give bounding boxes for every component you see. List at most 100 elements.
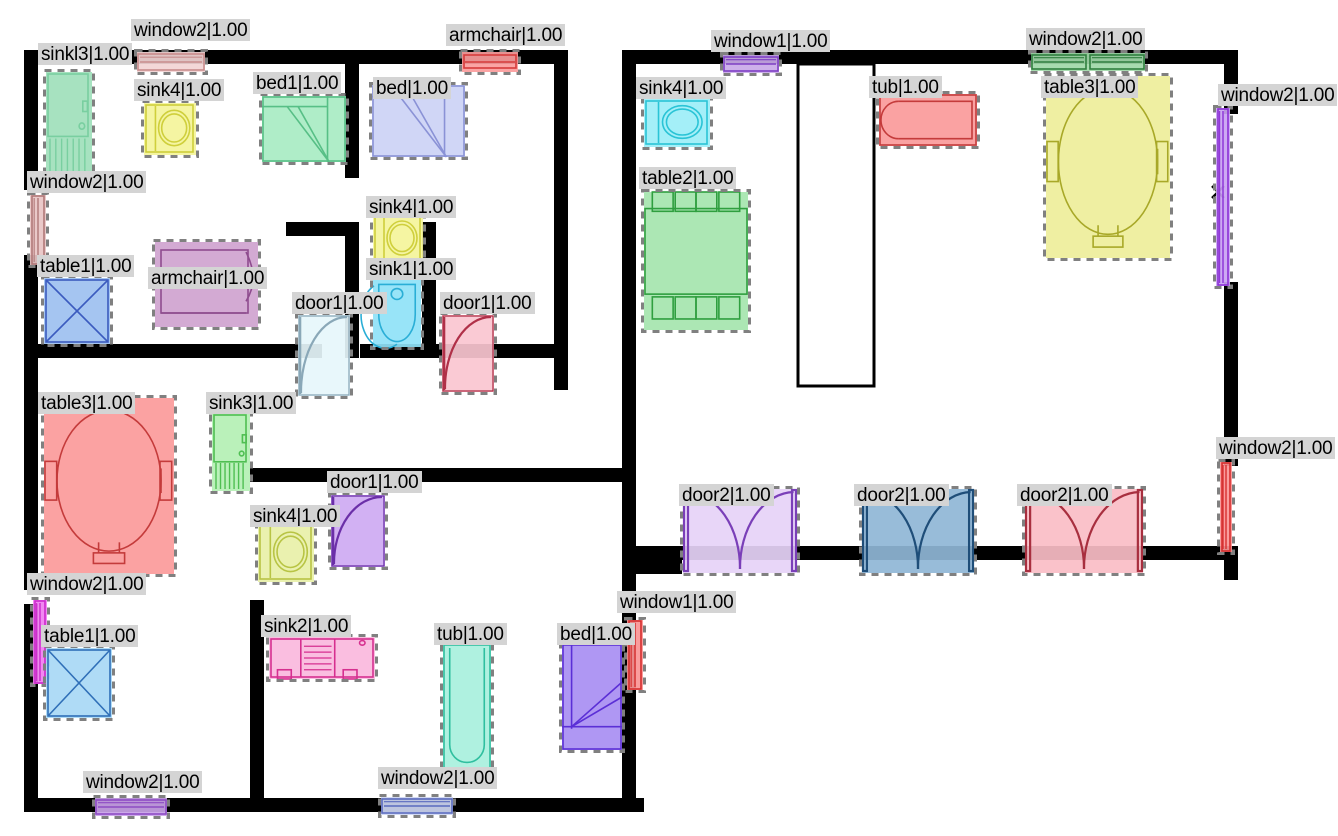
shower-detail	[78, 122, 86, 130]
detection-table3[interactable]	[41, 395, 177, 577]
detection-window2[interactable]	[1217, 459, 1235, 555]
sink-basin-detail	[645, 100, 708, 145]
tub-tall-detail	[448, 648, 486, 764]
table-rect-detail	[695, 191, 718, 213]
detection-label-window2: window2|1.00	[378, 767, 498, 789]
wall-segment	[38, 344, 322, 358]
detection-label-armchair: armchair|1.00	[148, 267, 268, 289]
sink-basin-detail	[386, 220, 418, 256]
detection-sink2[interactable]	[266, 634, 378, 682]
detection-bbox	[259, 93, 349, 165]
toilet-detail	[390, 287, 404, 301]
detection-label-table1: table1|1.00	[41, 625, 139, 647]
table-x-detail	[45, 279, 109, 343]
detection-label-window2: window2|1.00	[131, 19, 251, 41]
detection-sinkl3[interactable]	[43, 69, 95, 179]
detection-label-window2: window2|1.00	[83, 771, 203, 793]
detection-sink4[interactable]	[141, 100, 199, 158]
wall-segment	[24, 50, 38, 190]
wall-segment	[24, 255, 38, 400]
bed-detail	[286, 106, 330, 163]
detection-window2[interactable]	[1213, 105, 1233, 289]
detection-label-window2: window2|1.00	[1216, 437, 1336, 459]
detection-fill	[1046, 76, 1170, 258]
wall-segment	[402, 468, 636, 482]
detection-bbox	[141, 100, 199, 158]
detection-tub[interactable]	[440, 641, 494, 773]
door-double-detail	[1082, 490, 1140, 570]
detection-label-table2: table2|1.00	[639, 167, 737, 189]
detection-window2[interactable]	[92, 795, 170, 819]
wall-segment	[554, 50, 568, 390]
window-detail	[95, 799, 167, 815]
sink-basin-detail	[145, 104, 194, 153]
detection-bed1[interactable]	[259, 93, 349, 165]
detection-label-window1: window1|1.00	[711, 30, 831, 52]
detection-sink3[interactable]	[209, 410, 253, 494]
sink-basin-detail	[661, 104, 703, 140]
wall-segment	[345, 64, 359, 178]
door-single-detail	[332, 495, 383, 565]
toilet-detail	[377, 283, 417, 343]
detection-table1[interactable]	[41, 275, 113, 347]
table-rect-detail	[651, 296, 674, 320]
detection-window2[interactable]	[1028, 50, 1148, 74]
table-rect-detail	[651, 191, 674, 213]
window-detail	[628, 620, 642, 690]
bed-detail	[297, 106, 330, 163]
kitchen-sink-detail	[342, 668, 358, 680]
kitchen-sink-detail	[270, 638, 374, 678]
table-x-detail	[47, 649, 111, 717]
detection-sink4[interactable]	[641, 96, 713, 150]
detection-bbox	[27, 192, 49, 268]
detection-tub[interactable]	[876, 91, 980, 149]
detection-label-table3: table3|1.00	[1041, 76, 1139, 98]
detection-table2[interactable]	[641, 189, 751, 333]
detection-label-door2: door2|1.00	[854, 484, 949, 506]
detection-window1[interactable]	[720, 52, 782, 76]
detection-label-sink4: sink4|1.00	[134, 79, 225, 101]
detection-label-sink4: sink4|1.00	[250, 505, 341, 527]
detection-bbox	[459, 49, 521, 75]
detection-table1[interactable]	[43, 645, 115, 721]
detection-label-window2: window2|1.00	[1026, 28, 1146, 50]
armchair-flat-detail	[463, 54, 517, 69]
wall-segment	[636, 546, 688, 560]
detection-window2[interactable]	[134, 49, 208, 75]
detection-armchair[interactable]	[459, 49, 521, 75]
window-detail	[1217, 108, 1229, 286]
detection-window2[interactable]	[27, 192, 49, 268]
sink-basin-detail	[160, 113, 188, 143]
detection-bbox	[369, 82, 468, 160]
thin-wall	[796, 62, 876, 388]
detection-table3[interactable]	[1043, 73, 1173, 261]
window-detail	[723, 56, 779, 72]
detection-bbox	[720, 52, 782, 76]
detection-door1[interactable]	[439, 312, 497, 395]
detection-bed[interactable]	[559, 641, 625, 753]
table-x-detail	[45, 279, 109, 343]
detection-label-door1: door1|1.00	[440, 292, 535, 314]
table-x-detail	[47, 649, 111, 717]
table-oval-detail	[159, 460, 173, 501]
bed-detail	[262, 96, 346, 162]
detection-label-sinkl3: sinkl3|1.00	[38, 43, 133, 65]
shower-detail	[238, 450, 245, 457]
sink-basin-detail	[272, 531, 309, 573]
table-rect-detail	[718, 191, 741, 213]
table-oval-detail	[92, 552, 126, 565]
kitchen-sink-detail	[358, 639, 366, 646]
detection-label-sink3: sink3|1.00	[206, 392, 297, 414]
detection-label-sink4: sink4|1.00	[366, 196, 457, 218]
shower-detail	[82, 100, 89, 113]
detection-fill	[879, 94, 977, 146]
detection-label-bed1: bed1|1.00	[253, 72, 342, 94]
detection-door1[interactable]	[295, 312, 353, 399]
detection-sink4[interactable]	[255, 521, 317, 585]
detection-window2[interactable]	[378, 794, 456, 818]
door-double-detail	[916, 490, 971, 570]
tub-detail	[880, 100, 899, 140]
detection-label-sink2: sink2|1.00	[261, 615, 352, 637]
detection-bbox	[1217, 459, 1235, 555]
bed-detail	[411, 96, 448, 158]
